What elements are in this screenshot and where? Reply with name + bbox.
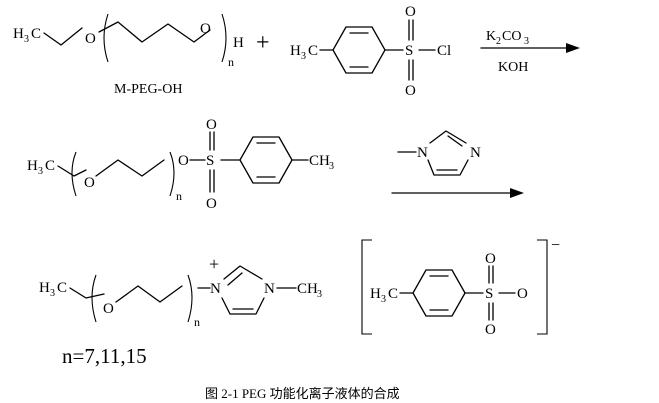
ots-ch-3: 3: [329, 161, 334, 172]
an-s: S: [485, 286, 493, 302]
tosyl-chloride-structure: H 3 C S O O Cl: [290, 4, 451, 99]
mpeg-oh-structure: H 3 C O O n H M-PEG-OH: [13, 13, 244, 97]
cat-ch-3: 3: [317, 289, 322, 300]
ots-chain-2: [95, 159, 165, 177]
mpeg-o1: O: [85, 31, 96, 47]
ots-s: S: [206, 153, 214, 169]
ots-o-top: O: [206, 117, 217, 133]
an-c: C: [388, 286, 398, 302]
ots-h: H: [27, 158, 38, 174]
cond-co-3: 3: [524, 36, 529, 47]
n-values: n=7,11,15: [62, 344, 147, 368]
mpeg-bracket-left: [103, 13, 109, 63]
tscl-o-top: O: [405, 4, 416, 20]
an-3: 3: [381, 294, 386, 305]
an-o-right: O: [517, 286, 528, 302]
mim-ring-top: [429, 130, 467, 144]
mim-ring-top-double: [447, 135, 463, 147]
mpeg-3: 3: [24, 34, 29, 45]
cat-bracket-left: [91, 274, 97, 323]
cond-co: CO: [502, 29, 521, 44]
cat-ring-bottom: [221, 297, 265, 315]
cat-bracket-right: [187, 274, 193, 323]
mpeg-h-terminal: H: [233, 35, 244, 51]
anion-charge: −: [551, 237, 560, 254]
an-ring: [412, 269, 466, 317]
tscl-cl: Cl: [437, 43, 451, 59]
ots-o2: O: [178, 153, 189, 169]
tscl-o-bottom: O: [405, 83, 416, 99]
tscl-s: S: [405, 43, 413, 59]
mpeg-h: H: [13, 26, 24, 42]
cat-ring-top-double: [227, 272, 243, 286]
an-o-bottom: O: [485, 322, 496, 338]
step1-arrow: K 2 CO 3 KOH: [480, 29, 580, 75]
mpeg-chain-2: [98, 21, 211, 43]
mpeg-oh-label: M-PEG-OH: [114, 82, 182, 97]
mim-ring-bottom: [427, 159, 469, 176]
mpeg-o2: O: [200, 21, 211, 37]
mpeg-chain-1: [43, 27, 83, 46]
cat-o: O: [103, 301, 114, 317]
ots-c: C: [45, 158, 55, 174]
methylimidazole-reagent: N N: [397, 130, 481, 176]
plus-sign: +: [256, 30, 270, 56]
tscl-3: 3: [301, 51, 306, 62]
mpeg-bracket-right: [221, 13, 227, 63]
mim-n3: N: [470, 145, 481, 161]
ots-o1: O: [84, 175, 95, 191]
cat-ring-top: [223, 265, 263, 280]
tosylate-anion: − H 3 C S O O O: [361, 237, 560, 338]
cat-chain-2: [115, 285, 183, 303]
ots-ch: CH: [309, 153, 330, 169]
cat-3: 3: [50, 288, 55, 299]
step2-arrow: N N: [391, 130, 524, 198]
tscl-c: C: [308, 43, 318, 59]
mpeg-tosylate-structure: H 3 C O n O S O O CH 3: [27, 117, 334, 212]
cat-chain-1: [69, 287, 105, 299]
cat-ch: CH: [297, 281, 318, 297]
cat-n3: N: [264, 281, 275, 297]
cond-k: K: [486, 29, 496, 44]
ots-ring: [239, 136, 293, 184]
cond-k-2: 2: [496, 36, 501, 47]
mpeg-c: C: [31, 26, 41, 42]
mpeg-n: n: [228, 55, 234, 69]
arrow-1-head: [566, 43, 580, 53]
cat-n1: N: [210, 281, 221, 297]
ots-bracket-left: [71, 151, 77, 197]
cation-charge: +: [209, 254, 219, 274]
an-o-top: O: [485, 251, 496, 267]
cat-n: n: [194, 315, 200, 329]
condition-koh: KOH: [498, 60, 528, 75]
an-h: H: [370, 286, 381, 302]
ots-bracket-right: [169, 151, 175, 197]
peg-imidazolium-cation: H 3 C O n N + N CH 3: [39, 254, 322, 329]
figure-caption: 图 2-1 PEG 功能化离子液体的合成: [205, 386, 400, 401]
cat-c: C: [57, 280, 67, 296]
cat-h: H: [39, 280, 50, 296]
anion-bracket-left: [361, 239, 372, 335]
ots-3: 3: [38, 166, 43, 177]
ots-o-bottom: O: [206, 196, 217, 212]
ots-chain-1: [57, 165, 87, 177]
arrow-2-head: [510, 188, 524, 198]
ots-n: n: [176, 189, 182, 203]
mim-n1: N: [417, 145, 428, 161]
anion-bracket-right: [537, 239, 548, 335]
tscl-h: H: [290, 43, 301, 59]
